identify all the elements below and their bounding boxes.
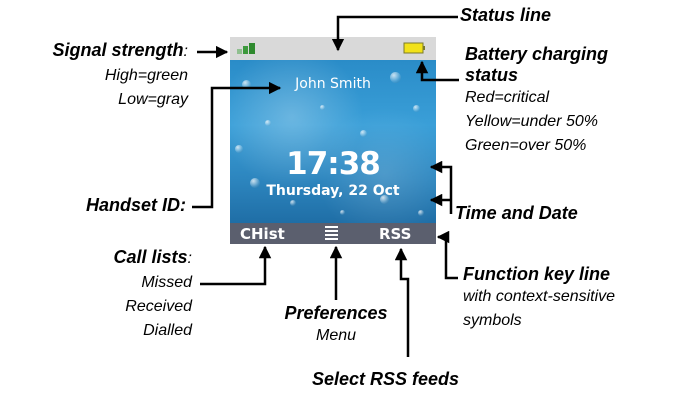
signal-bars-icon <box>237 43 255 54</box>
preferences-title: Preferences <box>284 303 388 323</box>
function-key-title: Function key line <box>463 264 611 284</box>
time-date-label: Time and Date <box>455 203 578 223</box>
call-lists-callout: Call lists: Missed Received Dialled <box>0 247 192 343</box>
handset-id-text: John Smith <box>295 76 371 92</box>
call-lists-colon: : <box>187 250 192 267</box>
battery-icon <box>403 42 425 54</box>
signal-strength-callout: Signal strength: High=green Low=gray <box>0 40 188 112</box>
softkey-rss[interactable]: RSS <box>379 225 412 243</box>
signal-high-text: High=green <box>104 67 188 84</box>
missed-text: Missed <box>141 274 192 291</box>
menu-lines-icon[interactable] <box>230 223 436 244</box>
battery-green-text: Green=over 50% <box>465 137 587 154</box>
status-line-label: Status line <box>460 5 552 25</box>
preferences-callout: Preferences Menu <box>256 303 416 348</box>
display-area: John Smith 17:38 Thursday, 22 Oct <box>230 60 436 223</box>
call-lists-title: Call lists <box>113 247 188 267</box>
handset-id-label: Handset ID: <box>85 195 186 215</box>
function-key-line2: symbols <box>463 312 522 329</box>
battery-red-text: Red=critical <box>465 89 550 106</box>
battery-title-line2: status <box>465 65 519 85</box>
function-key-line: CHist RSS <box>230 223 436 244</box>
dialled-text: Dialled <box>143 322 192 339</box>
function-key-callout: Function key line with context-sensitive… <box>463 264 615 333</box>
battery-yellow-text: Yellow=under 50% <box>465 113 598 130</box>
signal-strength-colon: : <box>183 43 188 60</box>
battery-title-line1: Battery charging <box>465 44 609 64</box>
rss-feeds-label: Select RSS feeds <box>312 369 460 389</box>
function-key-line1: with context-sensitive <box>463 288 616 305</box>
signal-low-text: Low=gray <box>118 91 188 108</box>
softkey-chist[interactable]: CHist <box>240 225 285 243</box>
preferences-menu-text: Menu <box>315 327 357 344</box>
date-display: Thursday, 22 Oct <box>266 183 400 199</box>
handset-screen: John Smith 17:38 Thursday, 22 Oct CHist … <box>230 37 436 244</box>
time-display: 17:38 <box>286 146 381 182</box>
battery-callout: Battery charging status Red=critical Yel… <box>465 44 608 158</box>
signal-strength-title: Signal strength <box>52 40 184 60</box>
received-text: Received <box>125 298 192 315</box>
